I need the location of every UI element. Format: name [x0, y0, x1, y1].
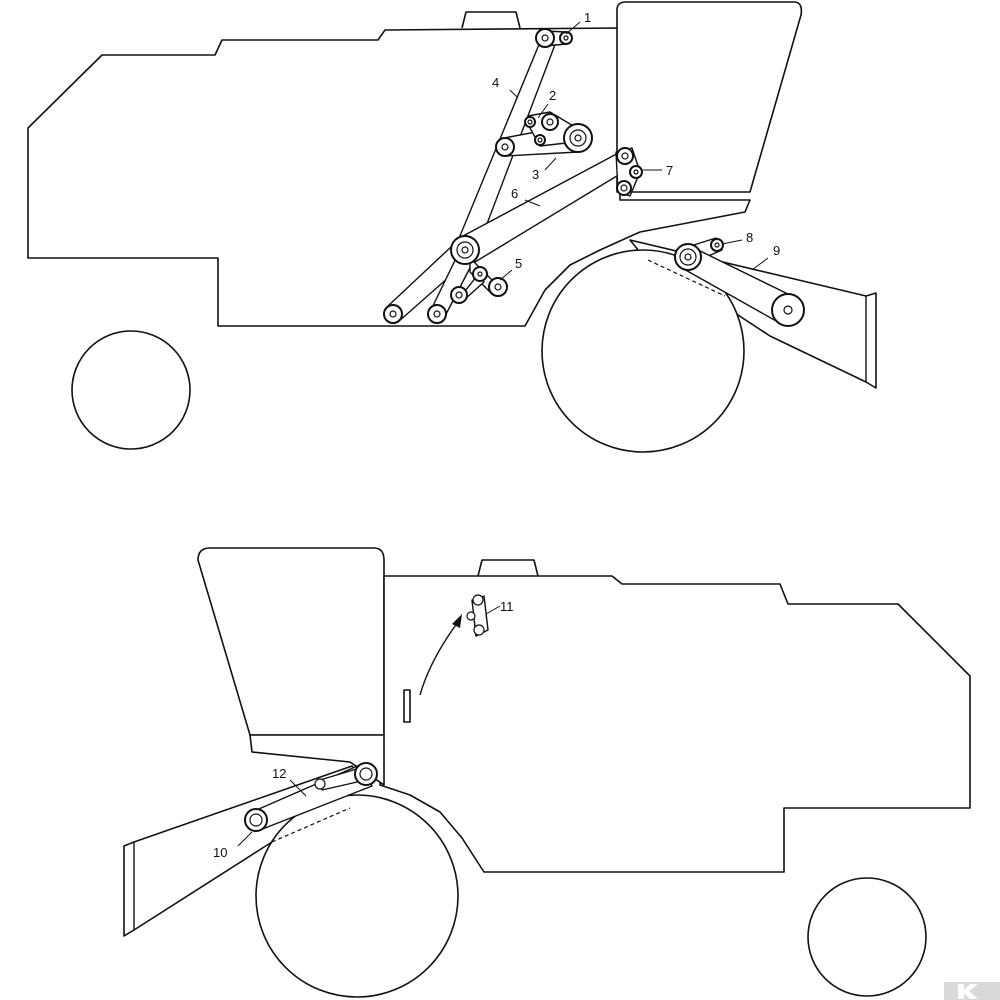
callout-1: 1 — [584, 10, 591, 25]
rear-wheel-left — [71, 330, 191, 450]
callout-10: 10 — [213, 845, 227, 860]
callout-5: 5 — [515, 256, 522, 271]
callout-12: 12 — [272, 766, 286, 781]
pulley-header-right-c — [314, 778, 326, 790]
brand-watermark-k-icon — [944, 982, 1000, 1000]
callout-4: 4 — [492, 75, 499, 90]
cab-roof-bump-right — [477, 559, 539, 577]
callout-6: 6 — [511, 186, 518, 201]
pulleys-left — [383, 28, 805, 327]
cab-roof-bump — [461, 11, 521, 29]
grain-tank — [616, 1, 803, 193]
rear-wheel-right — [807, 877, 927, 997]
right-side-view: 11 12 10 — [123, 547, 971, 998]
hidden-belt-path-left — [647, 259, 726, 297]
callout-9: 9 — [773, 243, 780, 258]
machine-body-left — [27, 27, 751, 327]
front-wheel-right — [255, 794, 459, 998]
hidden-belt-path-right — [271, 807, 351, 843]
access-cover — [403, 689, 411, 723]
callout-3: 3 — [532, 167, 539, 182]
grain-tank-right — [197, 547, 385, 736]
reference-arrow-head — [452, 614, 462, 628]
callout-2: 2 — [549, 88, 556, 103]
callout-7: 7 — [666, 163, 673, 178]
callout-8: 8 — [746, 230, 753, 245]
reference-arrow — [419, 621, 459, 696]
left-side-view: 1 2 3 4 5 6 7 8 9 — [27, 1, 877, 453]
callout-11: 11 — [500, 599, 514, 614]
machine-body-right — [379, 575, 971, 873]
front-wheel-left — [541, 249, 745, 453]
